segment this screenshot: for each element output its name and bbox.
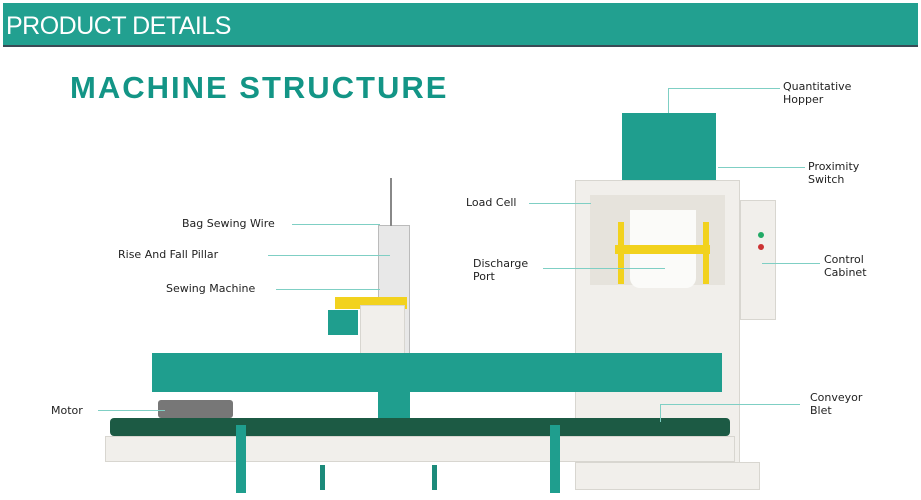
leader-line: [98, 410, 165, 411]
hopper: [622, 113, 716, 180]
label-line: Control: [824, 253, 864, 266]
leg: [320, 465, 325, 490]
header-bar: PRODUCT DETAILS: [3, 3, 918, 47]
label-bag-sewing-wire: Bag Sewing Wire: [182, 217, 275, 230]
wire-stand: [390, 178, 392, 226]
label-line: Quantitative: [783, 80, 852, 93]
control-cabinet: [740, 200, 776, 320]
leader-line: [762, 263, 820, 264]
conveyor-belt: [110, 418, 730, 436]
button-red: [758, 244, 764, 250]
leader-line: [668, 88, 669, 113]
yellow-bracket: [615, 245, 710, 254]
leg: [236, 425, 246, 493]
leader-line: [718, 167, 805, 168]
leg: [550, 425, 560, 493]
label-load-cell: Load Cell: [466, 196, 517, 209]
leader-line: [543, 268, 665, 269]
leader-line: [276, 289, 380, 290]
label-line: Port: [473, 270, 495, 283]
leader-line: [529, 203, 591, 204]
base-plate: [575, 462, 760, 490]
label-line: Cabinet: [824, 266, 867, 279]
label-rise-fall-pillar: Rise And Fall Pillar: [118, 248, 219, 261]
label-line: Conveyor: [810, 391, 863, 404]
label-line: Switch: [808, 173, 845, 186]
section-title: MACHINE STRUCTURE: [70, 70, 449, 105]
motor: [158, 400, 233, 418]
leader-line: [668, 88, 780, 89]
header-title: PRODUCT DETAILS: [6, 12, 231, 40]
label-line: Proximity: [808, 160, 860, 173]
leader-line: [292, 224, 380, 225]
label-line: Hopper: [783, 93, 824, 106]
leader-line: [660, 404, 800, 405]
pillar-base: [378, 392, 410, 420]
label-line: Discharge: [473, 257, 529, 270]
bracket-arm-left: [618, 222, 624, 284]
conveyor-frame: [105, 436, 735, 462]
label-line: Blet: [810, 404, 832, 417]
label-sewing-machine: Sewing Machine: [166, 282, 256, 295]
sewing-motor: [328, 310, 358, 335]
label-motor: Motor: [51, 404, 83, 417]
leader-line: [660, 404, 661, 422]
bracket-arm-right: [703, 222, 709, 284]
belt-guard: [152, 353, 722, 392]
leg: [432, 465, 437, 490]
leader-line: [268, 255, 390, 256]
button-green: [758, 232, 764, 238]
